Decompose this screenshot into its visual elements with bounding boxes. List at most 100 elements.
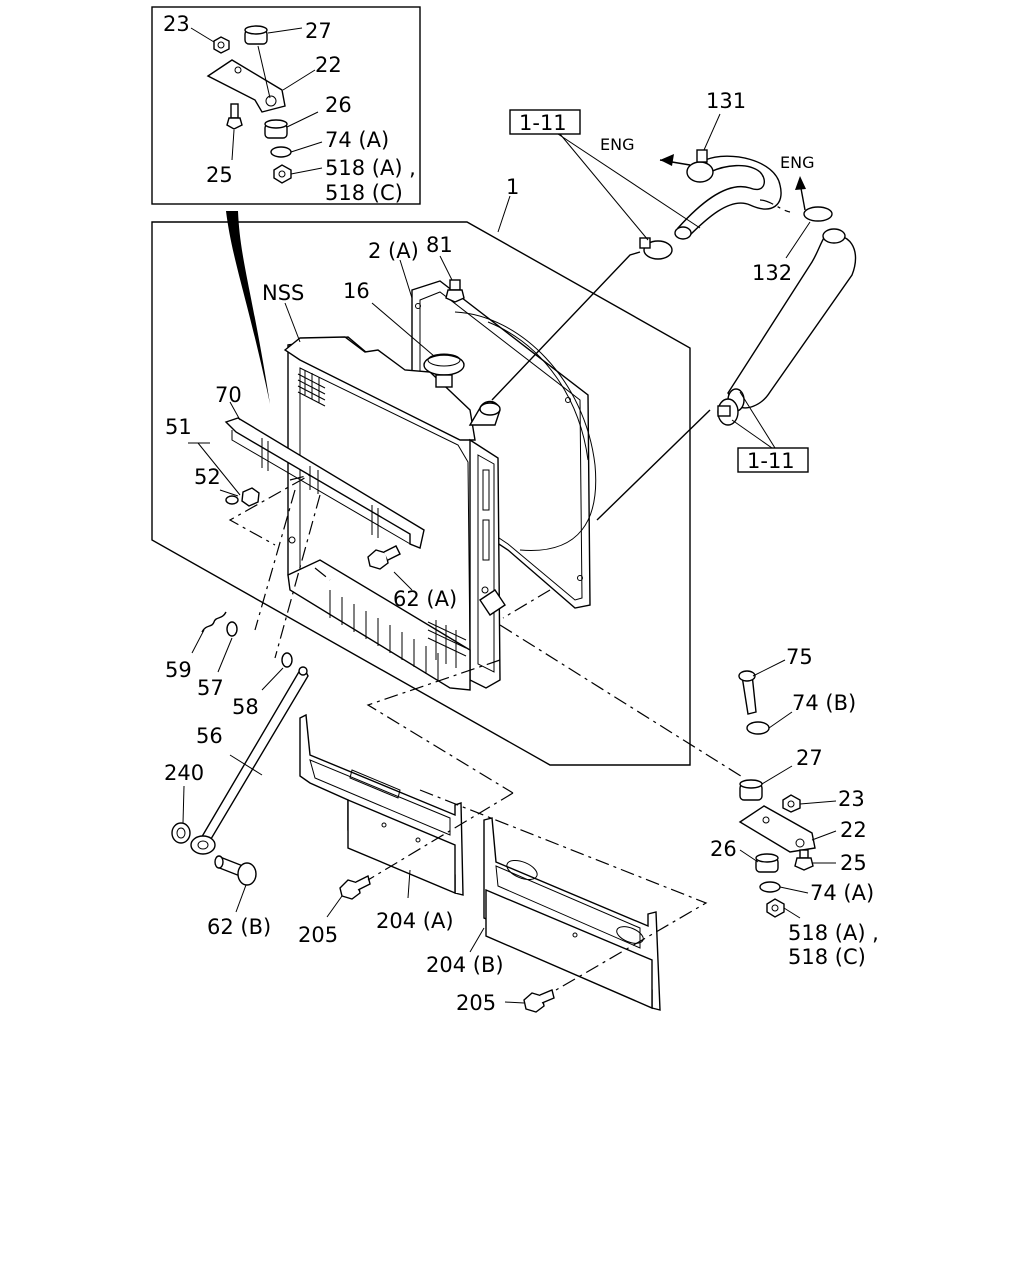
- lower-panel-204b: [483, 817, 661, 1011]
- nut-23-inset: [213, 36, 230, 54]
- label-74a-right: 74 (A): [810, 881, 874, 905]
- washer-58: [281, 652, 293, 668]
- label-70: 70: [215, 383, 242, 407]
- label-59: 59: [165, 658, 192, 682]
- bolt-25-inset: [226, 103, 243, 130]
- label-518a-right: 518 (A) ,: [788, 921, 879, 945]
- label-23-inset: 23: [163, 12, 190, 36]
- washer-74a-right: [759, 881, 781, 893]
- label-22-right: 22: [840, 818, 867, 842]
- hose-routing-upper: [491, 251, 641, 401]
- label-16: 16: [343, 279, 370, 303]
- cushion-26-inset: [264, 119, 288, 139]
- cushion-27-inset: [244, 25, 268, 45]
- label-74a-inset: 74 (A): [325, 128, 389, 152]
- assembly-frame: [151, 221, 691, 766]
- bracket-22-inset: [206, 59, 286, 113]
- stay-rod-56: [190, 666, 309, 855]
- label-204b: 204 (B): [426, 953, 504, 977]
- eng-label-left: ENG: [600, 135, 634, 154]
- inset-frame: [151, 6, 421, 205]
- drain-plug-81: [445, 279, 465, 303]
- ref-box-right: 1-11: [737, 447, 809, 473]
- label-204a: 204 (A): [376, 909, 454, 933]
- inset-pointer: [226, 211, 270, 404]
- ref-box-top: 1-11: [509, 109, 581, 135]
- upper-hose-131: [674, 149, 782, 240]
- leader-132: [785, 221, 811, 259]
- label-75: 75: [786, 645, 813, 669]
- label-518c-inset: 518 (C): [325, 181, 403, 205]
- label-52: 52: [194, 465, 221, 489]
- clip-59: [201, 611, 227, 633]
- label-2a: 2 (A): [368, 239, 419, 263]
- label-26-inset: 26: [325, 93, 352, 117]
- eng-arrow-right-head: [795, 176, 806, 190]
- label-62b: 62 (B): [207, 915, 271, 939]
- label-240: 240: [164, 761, 204, 785]
- right-leaders: [739, 659, 837, 919]
- washer-57: [226, 621, 238, 637]
- ref-right-label: 1-11: [747, 449, 795, 473]
- bolt-62b: [214, 855, 257, 886]
- label-25-right: 25: [840, 851, 867, 875]
- label-131: 131: [706, 89, 746, 113]
- label-58: 58: [232, 695, 259, 719]
- ref-top-leader-a: [559, 133, 649, 241]
- label-62a: 62 (A): [393, 587, 457, 611]
- nut-518-inset: [273, 164, 292, 184]
- label-27-right: 27: [796, 746, 823, 770]
- assembly-line-panel-a-bolt: [367, 792, 514, 881]
- label-25-inset: 25: [206, 163, 233, 187]
- label-57: 57: [197, 676, 224, 700]
- label-518a-inset: 518 (A) ,: [325, 156, 416, 180]
- ref-top-label: 1-11: [519, 111, 567, 135]
- leader-131: [703, 113, 721, 151]
- assembly-line-panel-b: [419, 789, 708, 991]
- nut-23-right: [782, 794, 801, 813]
- eng-arrow-left-head: [660, 154, 674, 166]
- assembly-line-rod: [254, 489, 321, 659]
- bolt-52: [225, 487, 260, 507]
- ref-top-leader-b: [557, 133, 701, 229]
- assembly-line-bracket: [228, 474, 311, 546]
- label-205-lower: 205: [456, 991, 496, 1015]
- ref-right-leader-b: [731, 419, 773, 449]
- lower-hose-132: [717, 206, 857, 426]
- label-205-upper: 205: [298, 923, 338, 947]
- label-518c-right: 518 (C): [788, 945, 866, 969]
- support-bracket-70: [224, 417, 425, 549]
- bolt-205-upper: [339, 874, 371, 900]
- label-56: 56: [196, 724, 223, 748]
- assembly-line-panel-a: [366, 659, 514, 794]
- label-27-inset: 27: [305, 19, 332, 43]
- radiator-cap-16: [423, 353, 465, 388]
- label-1: 1: [506, 175, 519, 199]
- label-81: 81: [426, 233, 453, 257]
- bolt-25-right: [794, 849, 814, 871]
- washer-74b: [746, 721, 770, 735]
- inset-detail: 23 27 22 26 74 (A) 25 518 (A) , 518 (C): [151, 6, 421, 205]
- label-22-inset: 22: [315, 53, 342, 77]
- assembly-line-mount: [499, 624, 745, 779]
- bolt-205-lower: [523, 989, 555, 1013]
- ref-right-leader-a: [739, 391, 776, 449]
- assembly-line-core: [314, 567, 331, 581]
- lower-panel-204a: [299, 713, 464, 896]
- nut-518-right: [766, 898, 785, 918]
- assembly-line-lower-outlet: [502, 589, 551, 619]
- label-51: 51: [165, 415, 192, 439]
- nut-240: [171, 822, 191, 844]
- label-26-right: 26: [710, 837, 737, 861]
- label-74b: 74 (B): [792, 691, 856, 715]
- main-leaders: [182, 195, 525, 1004]
- bolt-62a: [367, 545, 401, 570]
- label-132: 132: [752, 261, 792, 285]
- label-nss: NSS: [262, 281, 304, 305]
- hose-dash-top: [759, 199, 791, 213]
- bolt-75: [738, 670, 757, 715]
- cushion-26-right: [755, 853, 779, 873]
- hose-clamp-radiator: [639, 237, 673, 260]
- bracket-22-right: [738, 805, 816, 853]
